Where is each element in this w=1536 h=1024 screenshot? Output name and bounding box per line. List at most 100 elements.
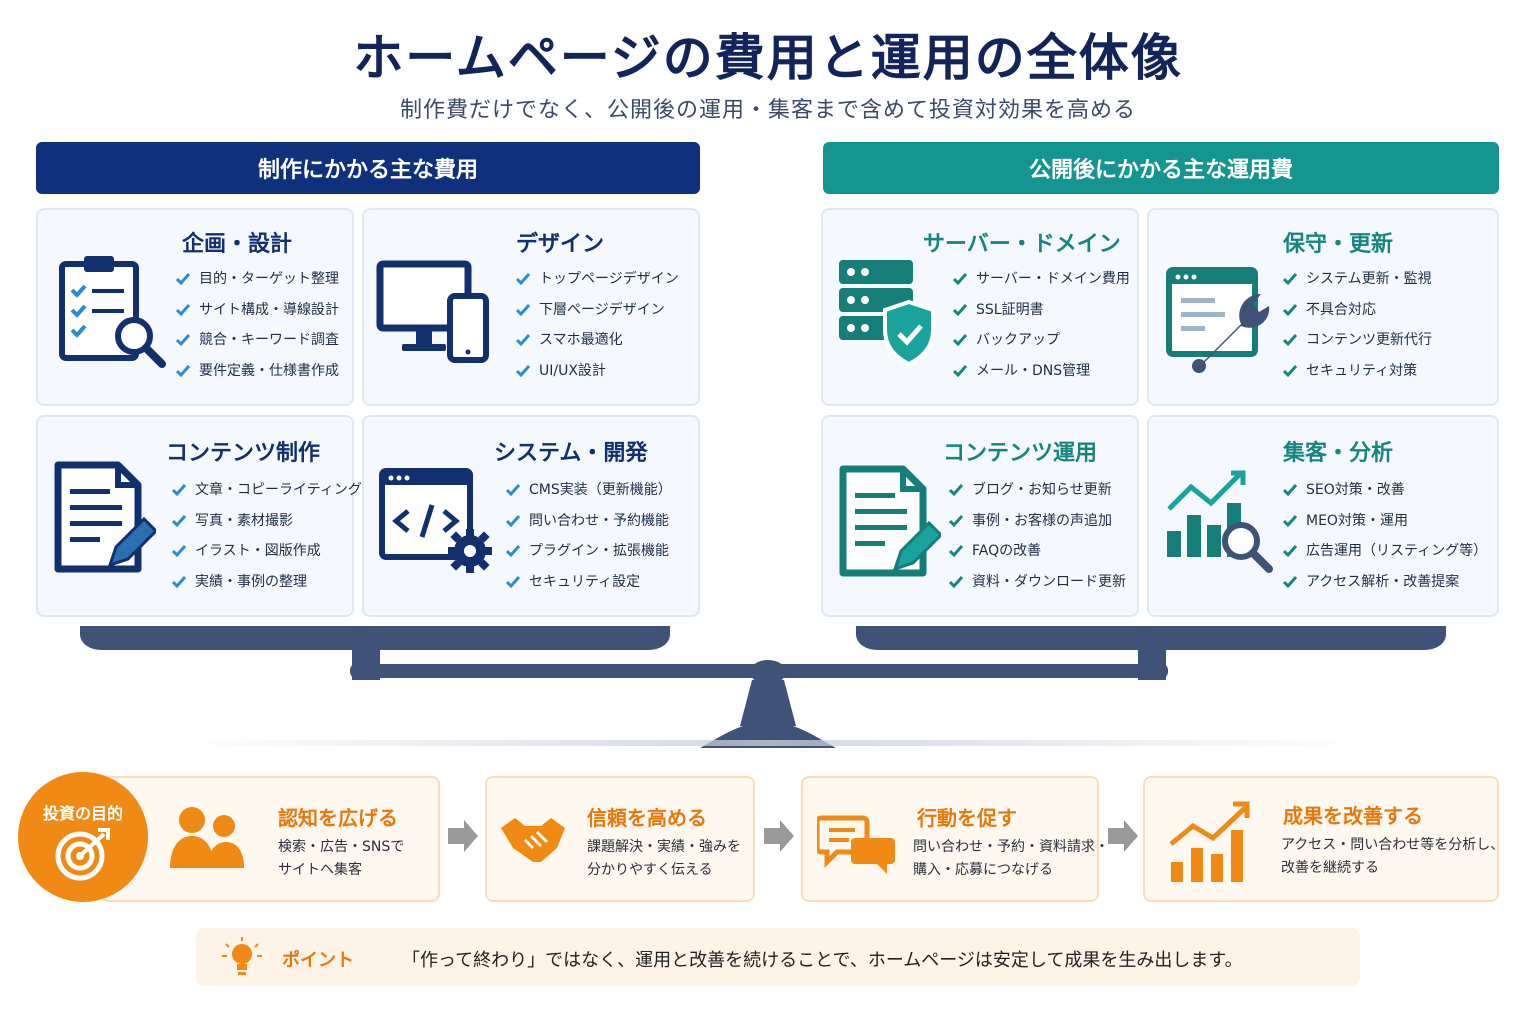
- check-icon: [1283, 273, 1297, 286]
- list-item: SEO対策・改善: [1283, 475, 1487, 506]
- card-title: コンテンツ制作: [166, 441, 321, 466]
- check-icon: [516, 273, 530, 286]
- list-item: バックアップ: [953, 325, 1130, 356]
- check-icon: [1283, 364, 1297, 377]
- page-subtitle: 制作費だけでなく、公開後の運用・集客まで含めて投資対効果を高める: [399, 98, 1136, 123]
- check-icon: [953, 303, 967, 316]
- chart-search-icon: [1167, 470, 1273, 573]
- list-item: セキュリティ設定: [506, 567, 672, 598]
- server-shield-icon: [839, 260, 935, 367]
- list-item: 文章・コピーライティング: [172, 475, 362, 506]
- check-icon: [949, 545, 963, 558]
- step-desc: 課題解決・実績・強みを分かりやすく伝える: [587, 839, 741, 878]
- target-arrow-icon: [55, 828, 110, 881]
- check-icon: [949, 514, 963, 527]
- check-icon: [176, 273, 190, 286]
- list-item: サーバー・ドメイン費用: [953, 264, 1130, 295]
- check-icon: [176, 334, 190, 347]
- list-item: 実績・事例の整理: [172, 567, 362, 598]
- check-icon: [516, 364, 530, 377]
- goal-badge: 投資の目的: [18, 772, 148, 902]
- check-icon: [953, 273, 967, 286]
- check-icon: [1283, 514, 1297, 527]
- list-item: 広告運用（リスティング等）: [1283, 536, 1487, 567]
- list-item: システム更新・監視: [1283, 264, 1432, 295]
- point-label: ポイント: [282, 950, 354, 971]
- list-item: 目的・ターゲット整理: [176, 264, 339, 295]
- check-icon: [506, 484, 520, 497]
- list-item: ブログ・お知らせ更新: [949, 475, 1126, 506]
- balance-scale-icon: [80, 626, 1446, 748]
- step-title: 認知を広げる: [278, 806, 398, 830]
- check-icon: [953, 334, 967, 347]
- step-title: 成果を改善する: [1283, 804, 1423, 828]
- check-icon: [506, 545, 520, 558]
- list-item: サイト構成・導線設計: [176, 295, 339, 326]
- list-item: 写真・素材撮影: [172, 506, 362, 537]
- window-wrench-icon: [1166, 267, 1270, 373]
- card-title: 企画・設計: [182, 232, 293, 257]
- document-pen-icon: [839, 465, 941, 577]
- check-icon: [1283, 484, 1297, 497]
- list-item: 不具合対応: [1283, 295, 1432, 326]
- check-icon: [953, 364, 967, 377]
- card-system-development: システム・開発 CMS実装（更新機能） 問い合わせ・予約機能 プラグイン・拡張機…: [362, 415, 700, 617]
- list-item: 資料・ダウンロード更新: [949, 567, 1126, 598]
- step-awareness: 認知を広げる 検索・広告・SNSでサイトへ集客: [100, 776, 440, 902]
- goal-label: 投資の目的: [42, 804, 123, 823]
- card-title: コンテンツ運用: [943, 441, 1098, 466]
- step-trust: 信頼を高める 課題解決・実績・強みを分かりやすく伝える: [485, 776, 755, 902]
- point-banner: ポイント 「作って終わり」ではなく、運用と改善を続けることで、ホームページは安定…: [196, 928, 1360, 986]
- list-item: コンテンツ更新代行: [1283, 325, 1432, 356]
- point-text: 「作って終わり」ではなく、運用と改善を続けることで、ホームページは安定して成果を…: [402, 950, 1243, 971]
- step-title: 信頼を高める: [587, 806, 707, 830]
- check-icon: [176, 303, 190, 316]
- card-title: 集客・分析: [1283, 441, 1394, 466]
- list-item: 問い合わせ・予約機能: [506, 506, 672, 537]
- chat-bubbles-icon: [817, 815, 895, 874]
- growth-chart-icon: [1169, 801, 1250, 882]
- check-icon: [949, 484, 963, 497]
- document-pen-icon: [54, 461, 156, 573]
- list-item: FAQの改善: [949, 536, 1126, 567]
- check-icon: [1283, 334, 1297, 347]
- check-icon: [172, 575, 186, 588]
- list-item: 競合・キーワード調査: [176, 325, 339, 356]
- list-item: SSL証明書: [953, 295, 1130, 326]
- check-icon: [1283, 545, 1297, 558]
- clipboard-search-icon: [59, 256, 166, 368]
- code-window-gear-icon: [379, 468, 492, 573]
- flow-arrow-icon: [764, 820, 794, 852]
- people-icon: [170, 807, 244, 868]
- card-maintenance: 保守・更新 システム更新・監視 不具合対応 コンテンツ更新代行 セキュリティ対策: [1147, 208, 1499, 406]
- card-planning: 企画・設計 目的・ターゲット整理 サイト構成・導線設計 競合・キーワード調査 要…: [36, 208, 354, 406]
- list-item: MEO対策・運用: [1283, 506, 1487, 537]
- card-title: 保守・更新: [1283, 232, 1394, 257]
- check-icon: [172, 514, 186, 527]
- card-server-domain: サーバー・ドメイン サーバー・ドメイン費用 SSL証明書 バックアップ メール・…: [821, 208, 1139, 406]
- list-item: CMS実装（更新機能）: [506, 475, 672, 506]
- list-item: スマホ最適化: [516, 325, 679, 356]
- step-desc: 検索・広告・SNSでサイトへ集客: [278, 839, 405, 878]
- flow-arrow-icon: [1108, 820, 1138, 852]
- check-icon: [176, 364, 190, 377]
- step-action: 行動を促す 問い合わせ・予約・資料請求・購入・応募につなげる: [801, 776, 1109, 902]
- flow-arrow-icon: [448, 820, 478, 852]
- check-icon: [172, 545, 186, 558]
- card-title: システム・開発: [494, 441, 648, 466]
- check-icon: [516, 303, 530, 316]
- card-marketing-analytics: 集客・分析 SEO対策・改善 MEO対策・運用 広告運用（リスティング等） アク…: [1147, 415, 1499, 617]
- page-title: ホームページの費用と運用の全体像: [353, 29, 1183, 87]
- lightbulb-icon: [222, 937, 262, 975]
- list-item: プラグイン・拡張機能: [506, 536, 672, 567]
- list-item: トップページデザイン: [516, 264, 679, 295]
- card-content-production: コンテンツ制作 文章・コピーライティング 写真・素材撮影 イラスト・図版作成 実…: [36, 415, 362, 617]
- check-icon: [1283, 303, 1297, 316]
- check-icon: [516, 334, 530, 347]
- step-improve: 成果を改善する アクセス・問い合わせ等を分析し、改善を継続する: [1143, 776, 1504, 902]
- handshake-icon: [501, 818, 565, 862]
- list-item: 事例・お客様の声追加: [949, 506, 1126, 537]
- list-item: 下層ページデザイン: [516, 295, 679, 326]
- check-icon: [949, 575, 963, 588]
- list-item: イラスト・図版作成: [172, 536, 362, 567]
